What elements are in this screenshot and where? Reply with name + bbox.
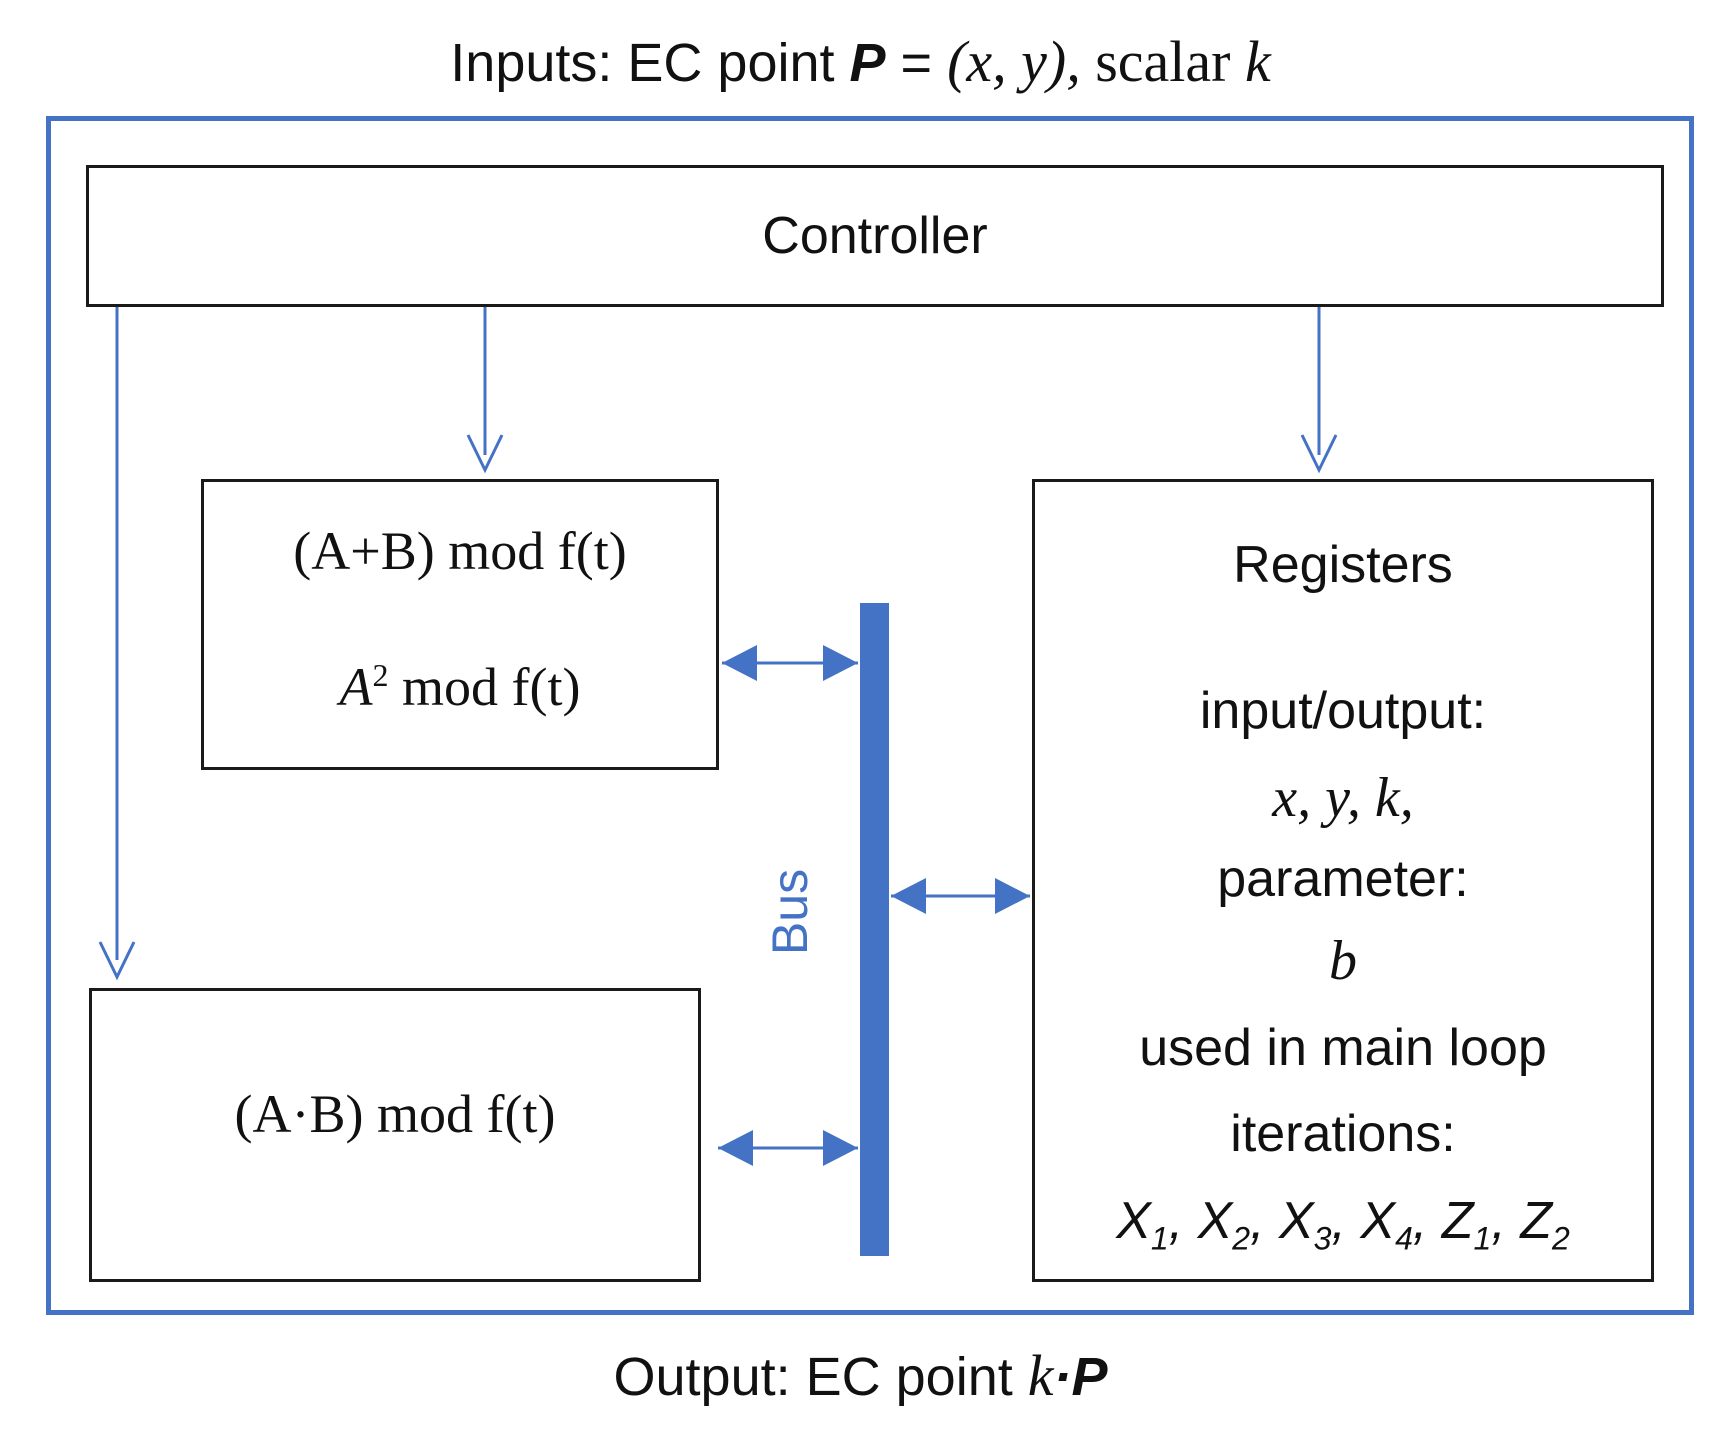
- adder-bus-arrowhead-right: [823, 645, 858, 681]
- inputs-scalar-text: scalar: [1080, 29, 1245, 94]
- adder-formula: (A+B) mod f(t): [293, 521, 627, 581]
- controller-to-adder-arrowhead: [466, 434, 504, 474]
- multiplier-bus-arrowhead-left: [718, 1130, 753, 1166]
- multiplier-box: (A·B) mod f(t): [89, 988, 701, 1282]
- register-var-1: X: [1197, 1192, 1233, 1250]
- squarer-rest: mod f(t): [388, 657, 581, 717]
- register-var-subscript-5: 2: [1552, 1220, 1570, 1257]
- output-prefix: Output: EC point: [613, 1347, 1028, 1407]
- multiplier-bus-arrowhead-right: [823, 1130, 858, 1166]
- squarer-exponent: 2: [372, 657, 389, 693]
- register-var-subscript-1: 2: [1232, 1220, 1251, 1257]
- register-var-separator-2: ,: [1331, 1192, 1361, 1250]
- inputs-title: Inputs: EC point P = (x, y), scalar k: [0, 28, 1721, 95]
- system-frame: [46, 116, 1694, 1315]
- inputs-point-symbol: P: [849, 33, 886, 93]
- register-var-0: X: [1116, 1192, 1151, 1250]
- controller-label: Controller: [762, 207, 988, 265]
- controller-to-multiplier-arrowhead: [98, 941, 136, 981]
- registers-bus-arrowhead-right: [995, 878, 1030, 914]
- registers-io-label: input/output:: [1199, 682, 1487, 740]
- register-var-subscript-2: 3: [1313, 1220, 1332, 1257]
- registers-loop-label-2: iterations:: [1230, 1105, 1456, 1163]
- register-var-separator-4: ,: [1491, 1192, 1521, 1250]
- inputs-prefix: Inputs: EC point: [450, 33, 850, 93]
- register-var-subscript-3: 4: [1395, 1220, 1413, 1257]
- registers-io-values: x, y, k,: [1272, 767, 1414, 829]
- register-var-subscript-0: 1: [1150, 1220, 1169, 1257]
- controller-to-registers-arrowhead: [1300, 434, 1338, 474]
- register-var-separator-1: ,: [1250, 1192, 1279, 1250]
- registers-param-label: parameter:: [1217, 850, 1469, 908]
- controller-box: Controller: [86, 165, 1664, 307]
- register-var-separator-3: ,: [1412, 1192, 1442, 1250]
- register-var-5: Z: [1520, 1192, 1552, 1250]
- bus-bar: [860, 603, 889, 1256]
- registers-loop-values: X1, X2, X3, X4, Z1, Z2: [1035, 1191, 1651, 1257]
- output-dot: ·: [1053, 1347, 1072, 1407]
- adder-bus-arrowhead-left: [722, 645, 757, 681]
- inputs-equals: =: [885, 33, 948, 93]
- squarer-base: A: [339, 657, 373, 717]
- inputs-coords: (x, y),: [947, 29, 1081, 94]
- adder-squarer-box: (A+B) mod f(t) A2 mod f(t): [201, 479, 719, 770]
- inputs-scalar-symbol: k: [1244, 29, 1271, 94]
- register-var-subscript-4: 1: [1473, 1220, 1492, 1257]
- output-scalar-symbol: k: [1027, 1343, 1054, 1408]
- register-var-separator-0: ,: [1168, 1192, 1198, 1250]
- register-var-4: Z: [1441, 1192, 1474, 1250]
- registers-loop-label-1: used in main loop: [1139, 1019, 1547, 1077]
- registers-title: Registers: [1233, 536, 1453, 594]
- squarer-label: A2 mod f(t): [204, 656, 716, 718]
- registers-bus-arrowhead-left: [891, 878, 926, 914]
- output-point-symbol: P: [1071, 1347, 1108, 1407]
- registers-box: Registers input/output: x, y, k, paramet…: [1032, 479, 1654, 1282]
- register-var-2: X: [1278, 1192, 1314, 1250]
- register-var-3: X: [1360, 1192, 1396, 1250]
- multiplier-label: (A·B) mod f(t): [234, 1084, 556, 1144]
- registers-param-value: b: [1329, 930, 1357, 992]
- adder-label: (A+B) mod f(t): [204, 520, 716, 582]
- output-title: Output: EC point k·P: [0, 1342, 1721, 1409]
